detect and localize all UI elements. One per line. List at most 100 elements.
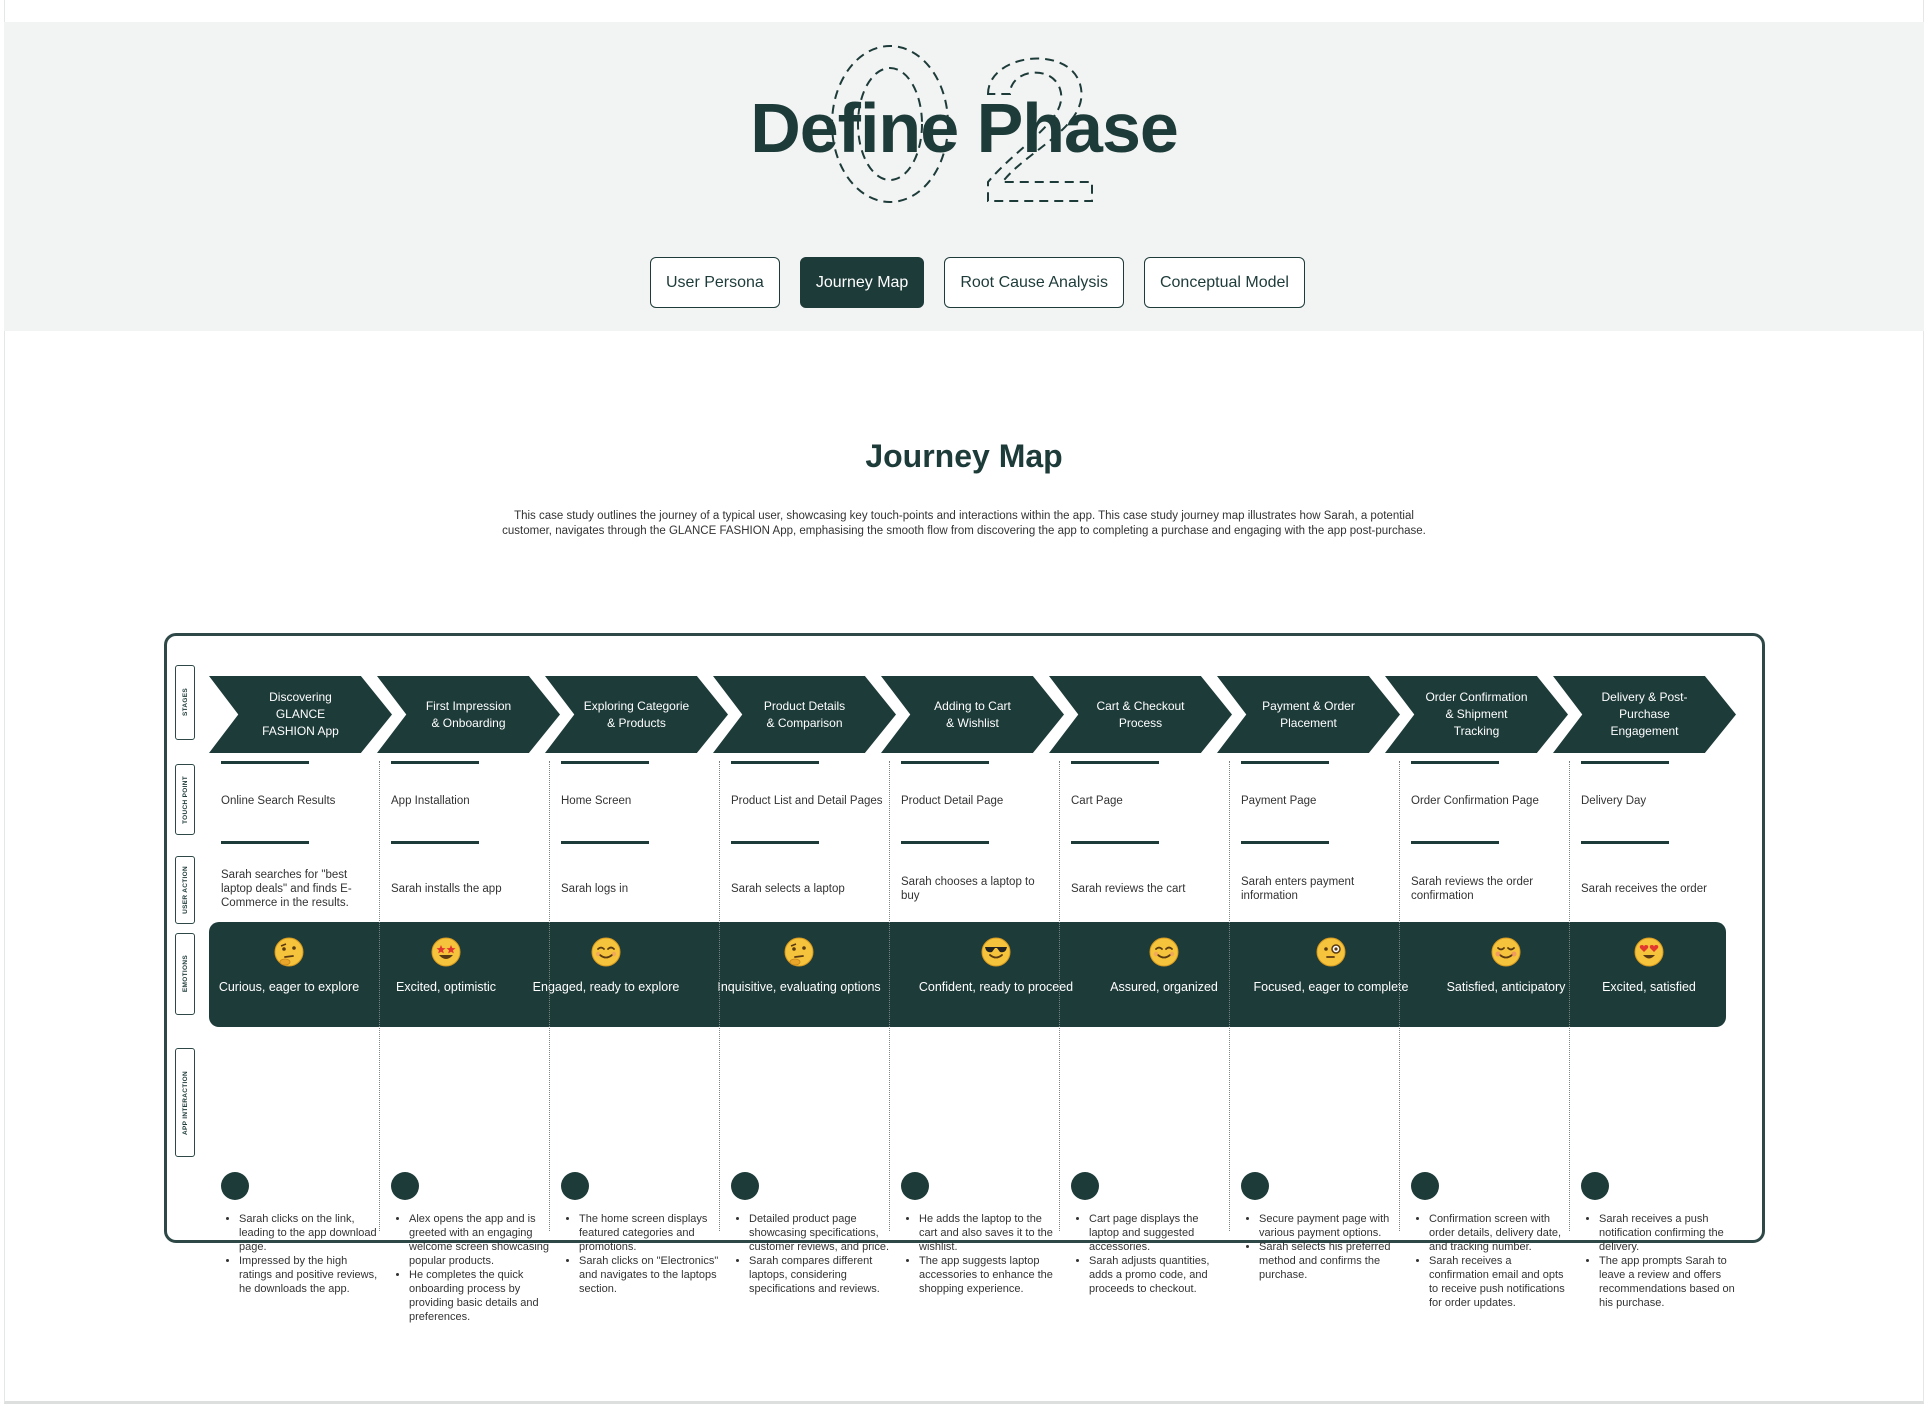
column-divider (889, 761, 890, 1231)
app-interaction-item: Sarah clicks on the link, leading to the… (239, 1212, 381, 1254)
app-interaction-item: Sarah clicks on "Electronics" and naviga… (579, 1254, 721, 1296)
stage-label: & Wishlist (946, 715, 999, 730)
app-interaction-list: Confirmation screen with order details, … (1411, 1212, 1571, 1310)
user-action-divider (221, 841, 309, 844)
app-interaction-item: Sarah receives a confirmation email and … (1429, 1254, 1571, 1310)
user-action-text: Sarah chooses a laptop to buy (901, 876, 1035, 902)
app-interaction-item: The app prompts Sarah to leave a review … (1599, 1254, 1741, 1310)
user-action-text: Sarah selects a laptop (731, 883, 845, 895)
emotion-label: Confident, ready to proceed (918, 980, 1074, 994)
user-action-text: Sarah reviews the cart (1071, 883, 1186, 895)
stage-label: & Products (607, 715, 666, 730)
emotion-cell: Excited, satisfied (1579, 922, 1719, 1027)
touch-point-text: Home Screen (561, 795, 632, 807)
blushing-smile-icon (1490, 936, 1522, 968)
stage-label: Purchase Engagement (1610, 707, 1679, 738)
row-label-app-interaction: APP INTERACTION (175, 1048, 195, 1157)
app-interaction-item: He completes the quick onboarding proces… (409, 1268, 551, 1324)
emotion-cell: Inquisitive, evaluating options (704, 922, 894, 1027)
user-action-divider (1241, 841, 1329, 844)
interaction-marker (391, 1172, 419, 1200)
stage-label: Discovering (269, 690, 332, 704)
emotion-label: Engaged, ready to explore (532, 980, 680, 994)
emotion-cell: Engaged, ready to explore (526, 922, 686, 1027)
star-struck-icon (430, 936, 462, 968)
tab-journey-map[interactable]: Journey Map (799, 257, 925, 308)
emotion-cell: Curious, eager to explore (209, 922, 369, 1027)
interaction-marker (731, 1172, 759, 1200)
interaction-marker (1411, 1172, 1439, 1200)
phase-number-outline (831, 45, 1093, 203)
app-interaction-item: Secure payment page with various payment… (1259, 1212, 1401, 1240)
page-title: Define Phase (750, 89, 1179, 167)
tab-root-cause-analysis[interactable]: Root Cause Analysis (944, 257, 1124, 308)
stage-chevron: Delivery & Post- Purchase Engagement (1553, 676, 1736, 753)
app-interaction-list: The home screen displays featured catego… (561, 1212, 721, 1296)
user-action-text: Sarah receives the order (1581, 883, 1707, 895)
intro-line: customer, navigates through the GLANCE F… (502, 525, 1426, 537)
stage-label: Delivery & Post- (1601, 690, 1688, 704)
touch-point-divider (391, 761, 479, 764)
row-label-stages: STAGES (175, 665, 195, 740)
emotion-cell: Confident, ready to proceed (911, 922, 1081, 1027)
app-interaction-item: Confirmation screen with order details, … (1429, 1212, 1571, 1254)
app-interaction-item: Alex opens the app and is greeted with a… (409, 1212, 551, 1268)
stage-chevron: First Impression & Onboarding (377, 676, 560, 753)
interaction-marker (1581, 1172, 1609, 1200)
app-interaction-item: The app suggests laptop accessories to e… (919, 1254, 1061, 1296)
app-interaction-list: He adds the laptop to the cart and also … (901, 1212, 1061, 1296)
column-divider (1569, 761, 1570, 1231)
user-action-divider (391, 841, 479, 844)
column-divider (1399, 761, 1400, 1231)
emotion-cell: Excited, optimistic (376, 922, 516, 1027)
stage-label: & Comparison (766, 715, 843, 730)
column-divider (1059, 761, 1060, 1231)
user-action-divider (731, 841, 819, 844)
stage-chevron: Exploring Categorie& Products (545, 676, 728, 753)
user-action-divider (1411, 841, 1499, 844)
thinking-face-icon (273, 936, 305, 968)
tab-user-persona[interactable]: User Persona (650, 257, 780, 308)
column-divider (719, 761, 720, 1231)
stage-label: & Onboarding (431, 715, 506, 730)
column-divider (1229, 761, 1230, 1231)
app-interaction-item: Sarah receives a push notification confi… (1599, 1212, 1741, 1254)
tab-bar: User Persona Journey Map Root Cause Analys… (650, 257, 1305, 308)
emotion-label: Focused, eager to complete (1253, 980, 1409, 994)
touch-point-divider (561, 761, 649, 764)
stage-chevron: Product Details& Comparison (713, 676, 896, 753)
user-action-divider (901, 841, 989, 844)
stage-chevron: Order Confirmation& Shipment Tracking (1385, 676, 1568, 753)
user-action-text: Sarah installs the app (391, 883, 502, 895)
app-interaction-list: Cart page displays the laptop and sugges… (1071, 1212, 1231, 1296)
touch-point-divider (221, 761, 309, 764)
row-label-touch-point: TOUCH POINT (175, 764, 195, 835)
user-action-divider (1581, 841, 1669, 844)
stage-label: First Impression (425, 698, 512, 713)
emotion-cell: Focused, eager to complete (1241, 922, 1421, 1027)
row-label-emotions: EMOTIONS (175, 933, 195, 1015)
emotion-label: Excited, satisfied (1602, 980, 1696, 994)
tab-conceptual-model[interactable]: Conceptual Model (1143, 257, 1305, 308)
stage-label: Order Confirmation (1425, 690, 1528, 704)
emotion-label: Satisfied, anticipatory (1446, 980, 1566, 994)
app-interaction-list: Detailed product page showcasing specifi… (731, 1212, 891, 1296)
stage-label: FASHION App (262, 724, 339, 738)
touch-point-text: Online Search Results (221, 795, 336, 807)
user-action-divider (1071, 841, 1159, 844)
interaction-marker (1071, 1172, 1099, 1200)
column-divider (379, 761, 380, 1231)
touch-point-divider (901, 761, 989, 764)
row-label-user-action: USER ACTION (175, 856, 195, 924)
touch-point-divider (1581, 761, 1669, 764)
touch-point-text: Cart Page (1071, 795, 1123, 807)
interaction-marker (1241, 1172, 1269, 1200)
app-interaction-item: Sarah compares different laptops, consid… (749, 1254, 891, 1296)
